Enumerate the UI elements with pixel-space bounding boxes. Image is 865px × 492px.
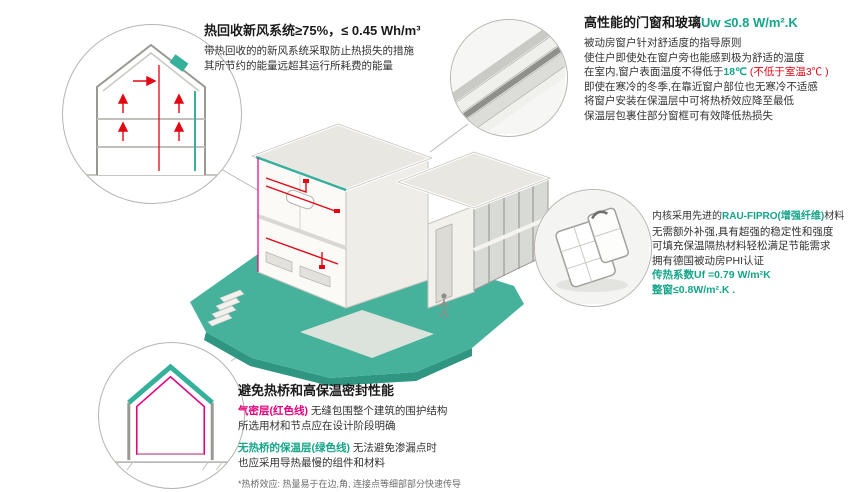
thermal-block: 避免热桥和高保温密封性能 气密层(红色线) 无缝包围整个建筑的围护结构 所选用材… xyxy=(238,380,506,490)
roof-unit xyxy=(169,54,189,72)
thermal-p1-line2: 所选用材和节点应在设计阶段明确 xyxy=(238,419,396,432)
ventilation-section-drawing xyxy=(83,43,219,176)
thermal-p2-line1: 无热桥的保温层(绿色线) 无法避免渗漏点时 xyxy=(238,442,437,454)
windows-line2: 使住户即使处在窗户旁也能感到极为舒适的温度 xyxy=(584,51,805,64)
entry-door xyxy=(435,223,453,304)
thermal-p1-line1: 气密层(红色线) 无缝包围整个建筑的围护结构 xyxy=(238,405,448,417)
thermal-footnote: *热桥效应: 热量易于在边,角, 连接点等细部部分快速传导 xyxy=(238,479,462,489)
profile-uf-value: 传热系数Uf =0.79 W/m²K xyxy=(652,269,771,281)
airtight-red-line xyxy=(135,375,206,456)
thermal-p2-line2: 也应采用导热最慢的组件和材料 xyxy=(238,456,385,469)
windows-line5: 将窗户安装在保温层中可将热桥效应降至最低 xyxy=(584,95,794,107)
windows-line3: 在室内,窗户表面温度不得低于18℃ (不低于室温3℃ ) xyxy=(584,66,829,78)
ventilation-ducts xyxy=(265,177,339,268)
ventilation-section-circle xyxy=(62,24,242,204)
window-corner-photo xyxy=(451,20,565,134)
person-figure xyxy=(438,293,450,319)
profile-uw-value: 整窗≤0.8W/m².K . xyxy=(652,283,736,296)
frame-profile-photo xyxy=(535,190,649,304)
terrace-path xyxy=(300,310,434,358)
house-body xyxy=(250,122,552,309)
profile-block: 内核采用先进的RAU-FIPRO(增强纤维)材料 无需额外补强,具有超强的稳定性… xyxy=(652,210,865,297)
airflow-arrows xyxy=(117,75,185,141)
interior-details xyxy=(265,174,450,319)
profile-line2: 无需额外补强,具有超强的稳定性和强度 xyxy=(652,225,834,238)
heat-recovery-title: 热回收新风系统≥75%，≤ 0.45 Wh/m³ xyxy=(204,23,421,38)
windows-line1: 被动房窗户针对舒适度的指导原则 xyxy=(584,37,742,49)
heat-recovery-line2: 其所节约的能量远超其运行所耗费的能量 xyxy=(204,59,393,72)
bathtub xyxy=(285,189,315,210)
thermal-title: 避免热桥和高保温密封性能 xyxy=(238,383,395,398)
frame-profile-circle xyxy=(534,189,652,307)
thermal-bridge-drawing xyxy=(112,363,229,471)
profile-line3: 可填充保温隔热材料轻松满足节能需求 xyxy=(652,240,831,252)
insulation-cut-line xyxy=(255,155,347,192)
windows-title: 高性能的门窗和玻璃Uw ≤0.8 W/m².K xyxy=(584,15,798,30)
heat-recovery-block: 热回收新风系统≥75%，≤ 0.45 Wh/m³ 带热回收的的新风系统采取防止热… xyxy=(204,20,484,73)
insulation-green-line xyxy=(127,363,214,405)
windows-line4: 即使在寒冷的冬季,在靠近窗户部位也无寒冷不适感 xyxy=(584,80,818,93)
profile-line4: 拥有德国被动房PHI认证 xyxy=(652,254,765,267)
profile-line1: 内核采用先进的RAU-FIPRO(增强纤维)材料 xyxy=(652,211,845,222)
windows-line6: 保温层包裹住部分窗框可有效降低热损失 xyxy=(584,109,773,122)
heat-recovery-line1: 带热回收的的新风系统采取防止热损失的措施 xyxy=(204,45,414,57)
windows-block: 高性能的门窗和玻璃Uw ≤0.8 W/m².K 被动房窗户针对舒适度的指导原则 … xyxy=(584,12,864,123)
garden-stairs xyxy=(207,289,245,327)
thermal-bridge-circle xyxy=(98,342,245,489)
kitchen-units xyxy=(265,251,331,288)
window-corner-circle xyxy=(450,19,568,137)
